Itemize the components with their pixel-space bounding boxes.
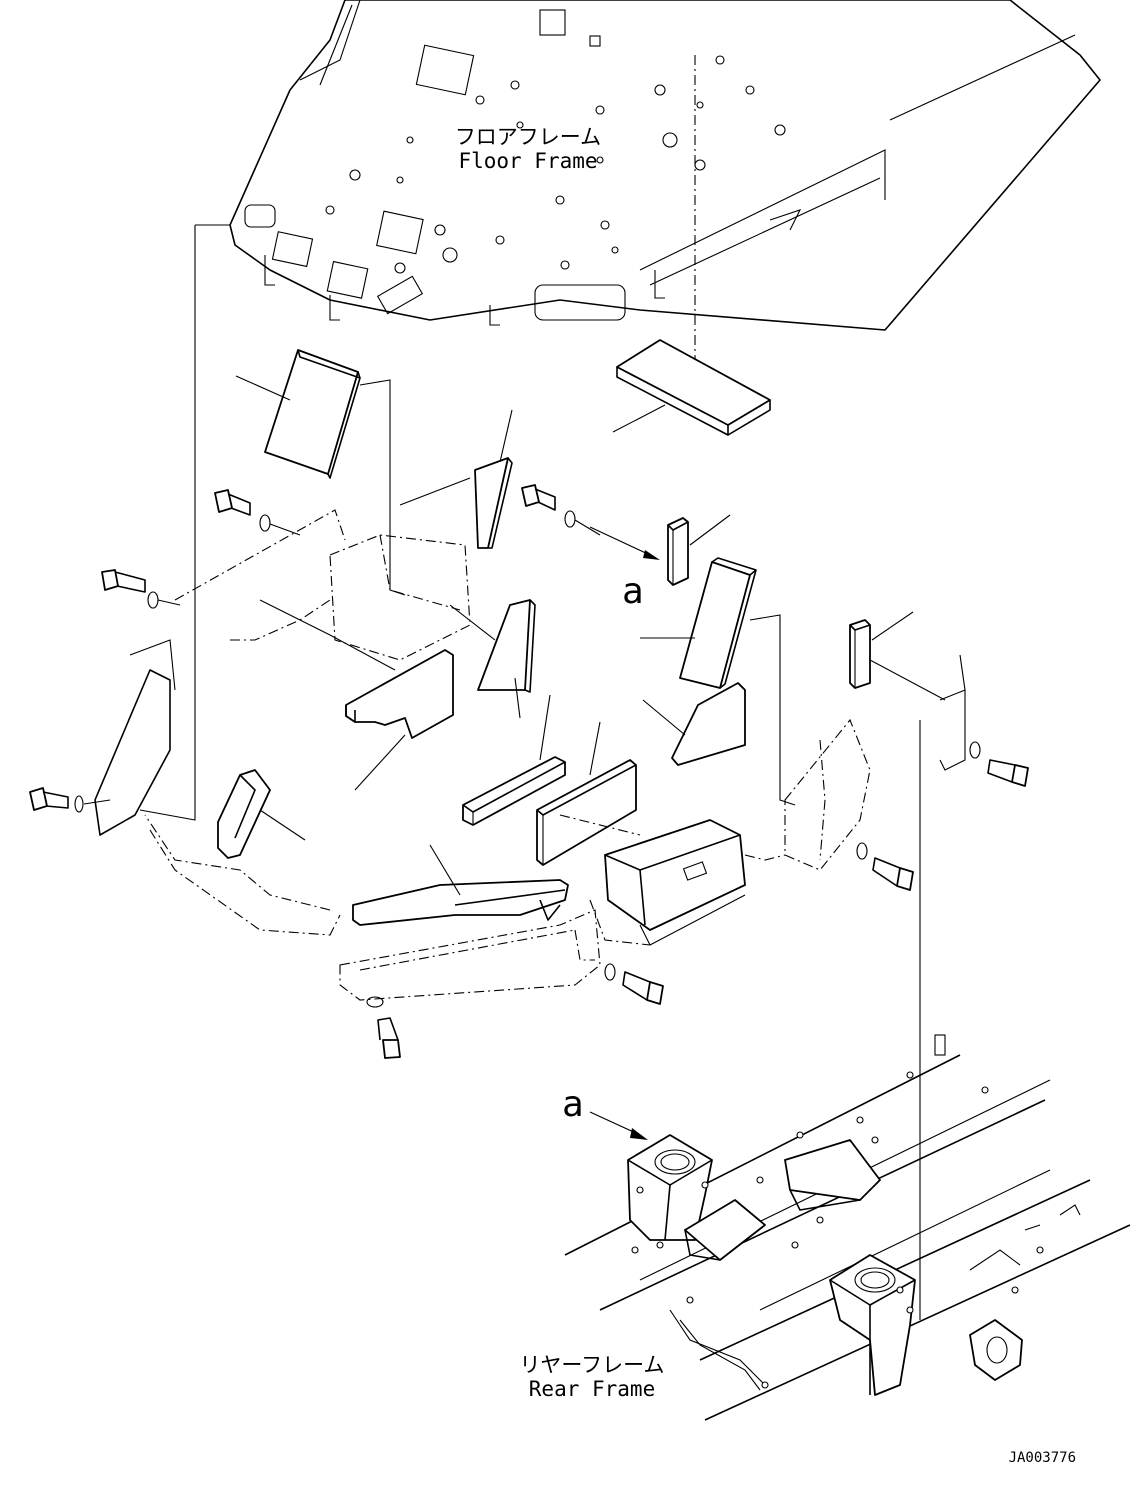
drawing-number: JA003776 (1009, 1450, 1076, 1466)
detail-marker-upper: a (622, 571, 644, 612)
wedge-right (642, 682, 746, 766)
seal-pad-flat (612, 339, 771, 436)
spacer-block (667, 514, 731, 586)
floor-frame-label-en: Floor Frame (458, 149, 597, 173)
rear-frame-label-en: Rear Frame (529, 1377, 655, 1401)
bolt (101, 569, 181, 609)
detail-marker-lower: a (562, 1084, 584, 1125)
left-mount-plate (94, 224, 346, 936)
rear-frame (564, 1034, 1131, 1421)
bolt (969, 741, 1029, 787)
wedge-small (474, 409, 513, 549)
long-wedge (352, 844, 569, 926)
seal-slab (536, 721, 637, 866)
bolt (604, 963, 664, 1005)
seal-pad-right (640, 557, 796, 806)
seal-pad-tall (235, 349, 361, 479)
bolt (366, 996, 401, 1059)
seal-strip (462, 694, 566, 826)
angle-seal (217, 769, 306, 859)
bolt (29, 787, 111, 813)
floor-frame (229, 0, 1101, 385)
control-box (559, 814, 746, 946)
rear-frame-label-jp: リヤーフレーム (519, 1353, 664, 1377)
bolt (521, 484, 660, 560)
detail-pointer (589, 1111, 648, 1140)
lower-bracket (339, 909, 601, 1001)
bolt (214, 489, 301, 536)
bolt (856, 842, 914, 891)
right-side-bracket (744, 654, 966, 1320)
wedge-center (449, 599, 536, 719)
spacer-block-right (849, 611, 946, 701)
notched-block (345, 649, 454, 791)
center-left-bracket (230, 379, 471, 671)
floor-frame-label-jp: フロアフレーム (455, 125, 601, 149)
